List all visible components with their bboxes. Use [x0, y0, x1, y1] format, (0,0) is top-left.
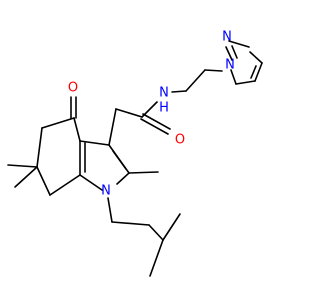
atom-label-o: O [175, 133, 185, 148]
bond-cyclohexenone [73, 117, 81, 142]
bond-isobutyl [111, 221, 150, 226]
bond-cyclohexenone [36, 166, 51, 196]
atom-labels: N N N H O O N [68, 30, 235, 199]
bond-pyrazole [228, 40, 250, 48]
bond-pyrazole [235, 80, 256, 85]
bond-pyrrole [79, 174, 103, 191]
bond-pyrazole [230, 69, 237, 85]
bond-linker [204, 69, 223, 72]
bond-carbonyl-double [142, 113, 171, 130]
atom-label-h: H [159, 101, 169, 116]
bond-isobutyl [107, 197, 113, 223]
bond-isobutyl [149, 239, 164, 277]
bond-cyclohexenone [49, 174, 81, 196]
bond-pyrazole-double [250, 65, 257, 79]
chemical-structure: N N N H O O N [7, 30, 263, 277]
bond-pyrrole-double [112, 150, 127, 170]
bond-methyl [14, 166, 38, 188]
bond-pyrazole-double [231, 45, 238, 59]
bond-carbonyl-double [140, 118, 169, 135]
bond-isobutyl [162, 213, 181, 241]
bond-chain [108, 108, 117, 146]
atom-label-n: N [222, 30, 232, 45]
bond-chain [115, 108, 143, 118]
atom-label-o: O [68, 81, 78, 96]
bond-pyrazole-double [225, 46, 233, 61]
bond-cyclohexenone [36, 127, 43, 168]
bond-pyrazole [249, 51, 263, 64]
atom-label-n: N [225, 58, 235, 73]
bonds [7, 40, 263, 277]
bond-pyrrole [116, 172, 130, 185]
bond-pyrazole [254, 62, 263, 82]
bond-methyl [128, 171, 159, 174]
bond-linker [185, 69, 206, 92]
bond-isobutyl [148, 224, 164, 241]
bond-methyl [7, 164, 38, 168]
atom-label-n: N [159, 86, 169, 101]
bond-linker [171, 90, 187, 93]
atom-label-n: N [101, 184, 111, 199]
bond-cyclohexenone [41, 117, 75, 129]
bond-pyrrole [79, 140, 110, 146]
